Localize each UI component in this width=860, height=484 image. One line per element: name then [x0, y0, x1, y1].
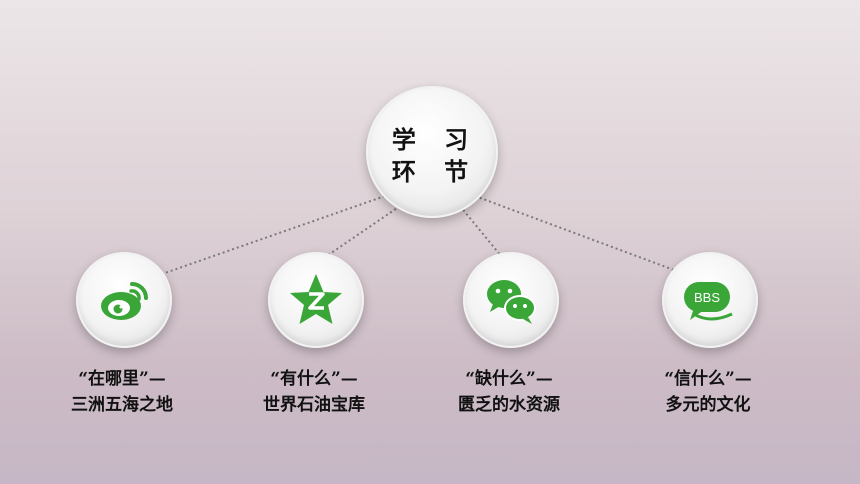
bbs-chat-icon: BBS — [684, 282, 733, 321]
hub-title-line2: 环 节 — [391, 158, 479, 186]
node-lack-label: “缺什么”— 匮乏的水资源 — [414, 366, 604, 418]
qzone-star-icon — [290, 274, 342, 324]
node-belief-label-line1: “信什么”— — [664, 369, 752, 389]
hub-title: 学 习 环 节 — [368, 124, 496, 188]
node-what-label-line2: 世界石油宝库 — [263, 395, 365, 415]
node-belief-label: “信什么”— 多元的文化 — [613, 366, 803, 418]
node-lack-label-line2: 匮乏的水资源 — [458, 395, 560, 415]
node-lack-label-line1: “缺什么”— — [465, 369, 553, 389]
hub-title-line1: 学 习 — [391, 126, 479, 154]
wechat-icon — [487, 280, 536, 324]
bbs-icon-text: BBS — [694, 290, 720, 305]
node-where-label: “在哪里”— 三洲五海之地 — [27, 366, 217, 418]
connector-line-1 — [161, 195, 386, 275]
connector-line-4 — [474, 195, 675, 271]
node-belief[interactable]: BBS — [662, 252, 758, 348]
node-where-label-line1: “在哪里”— — [78, 369, 166, 389]
node-where-label-line2: 三洲五海之地 — [71, 395, 173, 415]
node-belief-label-line2: 多元的文化 — [665, 395, 751, 415]
connector-line-2 — [317, 205, 401, 263]
node-what[interactable] — [268, 252, 364, 348]
node-what-label: “有什么”— 世界石油宝库 — [219, 366, 409, 418]
weibo-icon — [101, 282, 148, 320]
node-what-label-line1: “有什么”— — [270, 369, 358, 389]
node-lack[interactable] — [463, 252, 559, 348]
hub-circle[interactable]: 学 习 环 节 — [366, 86, 498, 218]
node-where[interactable] — [76, 252, 172, 348]
